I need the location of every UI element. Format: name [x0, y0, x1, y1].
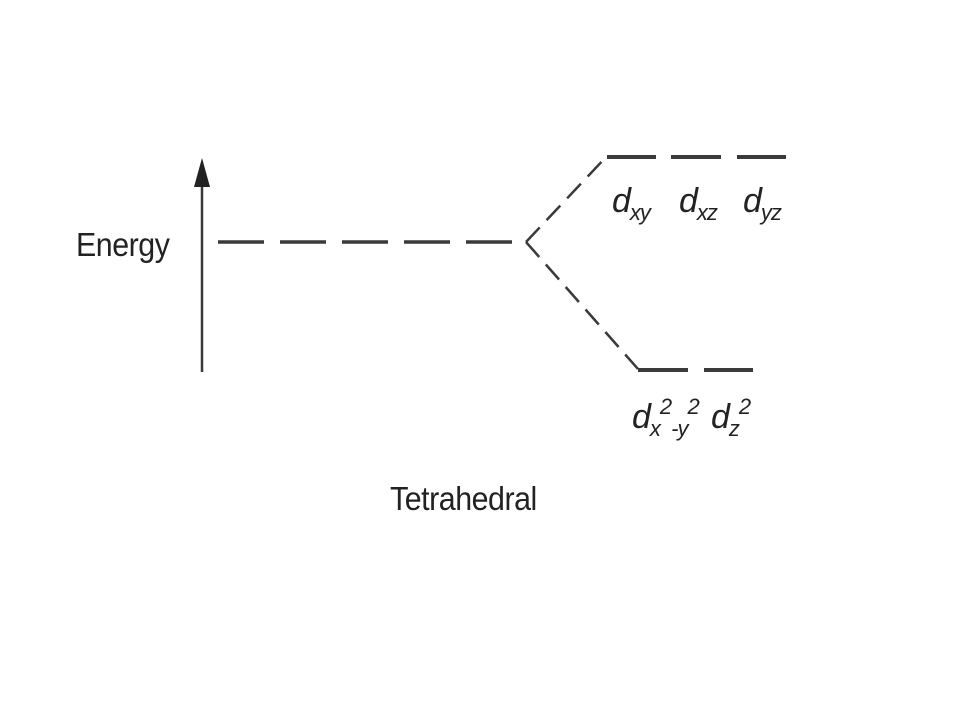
- orbital-label-dxy: dxy: [612, 182, 651, 224]
- energy-axis-label: Energy: [76, 226, 170, 263]
- orbital-separator: -: [671, 416, 678, 441]
- orbital-label-dx2-y2: dx2-y2: [632, 396, 700, 440]
- orbital-base: d: [632, 398, 651, 436]
- orbital-label-dyz: dyz: [743, 182, 782, 224]
- orbital-superscript-2: 2: [687, 394, 700, 419]
- orbital-base: d: [679, 182, 698, 220]
- orbital-label-dxz: dxz: [679, 182, 718, 224]
- orbital-base: d: [743, 182, 762, 220]
- orbital-base: d: [612, 182, 631, 220]
- orbital-superscript: 2: [738, 394, 751, 419]
- orbital-subscript: z: [728, 416, 740, 441]
- geometry-label: Tetrahedral: [390, 480, 537, 517]
- orbital-subscript-x: x: [649, 416, 661, 441]
- orbital-subscript: yz: [760, 200, 782, 225]
- orbital-superscript-1: 2: [659, 394, 672, 419]
- orbital-subscript: xz: [696, 200, 718, 225]
- energy-axis-arrowhead: [194, 158, 210, 187]
- lower-connector-line: [525, 241, 639, 370]
- upper-connector-line: [525, 155, 608, 243]
- orbital-subscript: xy: [629, 200, 651, 225]
- orbital-label-dz2: dz2: [711, 396, 751, 440]
- orbital-subscript-y: y: [677, 416, 689, 441]
- orbital-base: d: [711, 398, 730, 436]
